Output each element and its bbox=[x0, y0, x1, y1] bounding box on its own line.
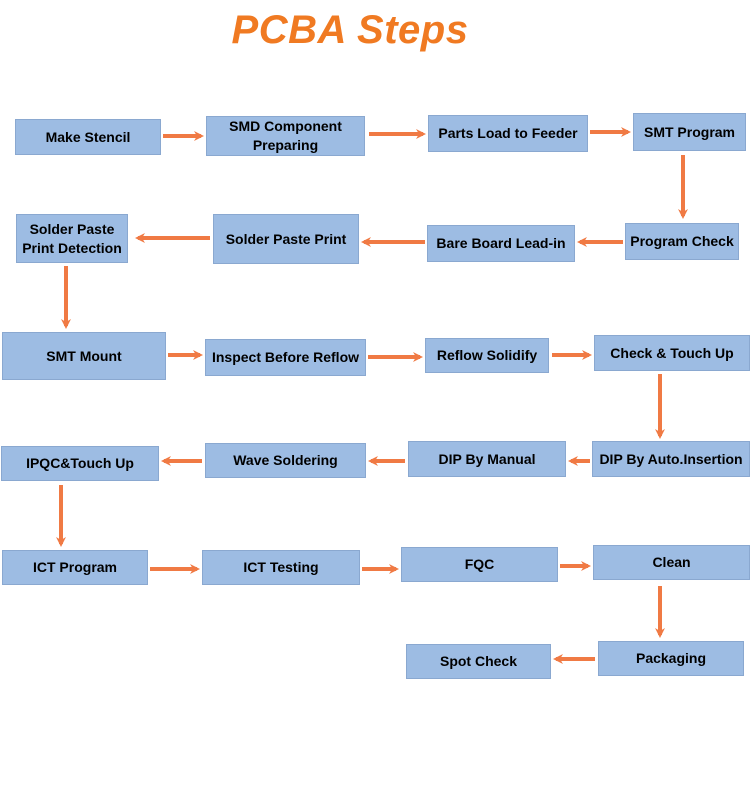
step-check-touch-up: Check & Touch Up bbox=[594, 335, 750, 371]
step-reflow-solidify: Reflow Solidify bbox=[425, 338, 549, 373]
step-ict-testing: ICT Testing bbox=[202, 550, 360, 585]
step-spot-check: Spot Check bbox=[406, 644, 551, 679]
step-parts-load-to-feeder: Parts Load to Feeder bbox=[428, 115, 588, 152]
step-smt-program: SMT Program bbox=[633, 113, 746, 151]
diagram-title: PCBA Steps bbox=[231, 8, 469, 52]
step-clean: Clean bbox=[593, 545, 750, 580]
step-program-check: Program Check bbox=[625, 223, 739, 260]
step-dip-by-auto-insertion: DIP By Auto.Insertion bbox=[592, 441, 750, 477]
step-packaging: Packaging bbox=[598, 641, 744, 676]
step-fqc: FQC bbox=[401, 547, 558, 582]
step-inspect-before-reflow: Inspect Before Reflow bbox=[205, 339, 366, 376]
step-solder-paste-print: Solder Paste Print bbox=[213, 214, 359, 264]
step-dip-by-manual: DIP By Manual bbox=[408, 441, 566, 477]
step-ict-program: ICT Program bbox=[2, 550, 148, 585]
step-make-stencil: Make Stencil bbox=[15, 119, 161, 155]
step-wave-soldering: Wave Soldering bbox=[205, 443, 366, 478]
step-smt-mount: SMT Mount bbox=[2, 332, 166, 380]
step-solder-paste-print-detection: Solder Paste Print Detection bbox=[16, 214, 128, 263]
step-bare-board-lead-in: Bare Board Lead-in bbox=[427, 225, 575, 262]
step-ipqc-touch-up: IPQC&Touch Up bbox=[1, 446, 159, 481]
step-smd-component-preparing: SMD Component Preparing bbox=[206, 116, 365, 156]
